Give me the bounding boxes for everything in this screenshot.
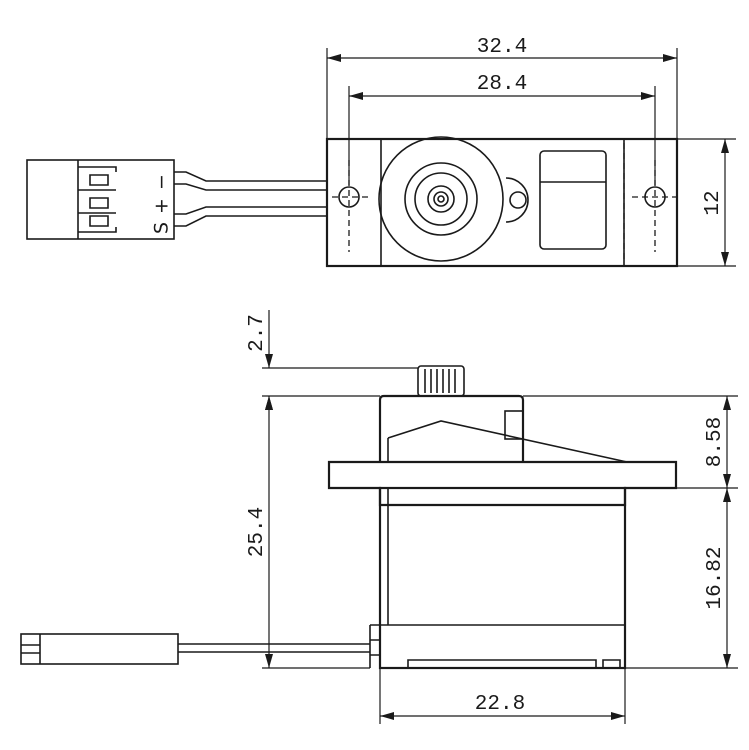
label-window-top	[539, 150, 607, 250]
dim-spline-height: 2.7	[246, 310, 418, 410]
pin-label-signal: S	[151, 222, 173, 234]
dim-label-total-height: 25.4	[246, 507, 269, 557]
dim-body-width: 22.8	[379, 668, 626, 724]
output-spline-side	[417, 365, 465, 397]
output-gear-top	[378, 136, 529, 262]
servo-wires-top	[174, 171, 327, 227]
dim-label-lower-section: 16.82	[704, 546, 727, 609]
dim-total-height: 25.4	[246, 396, 370, 669]
servo-top-case-side	[378, 394, 628, 463]
dim-top-section: 8.58	[523, 395, 738, 489]
top-view: − + S	[26, 36, 736, 268]
pin-label-negative: −	[151, 174, 173, 190]
dim-label-body-width: 22.8	[475, 693, 525, 716]
dim-lower-section: 16.82	[625, 488, 738, 669]
dim-label-body-depth: 12	[702, 190, 725, 215]
dim-hole-spacing: 28.4	[348, 73, 656, 185]
connector-plug: − + S	[26, 159, 175, 240]
dim-label-spline-height: 2.7	[246, 314, 269, 352]
pin-label-positive: +	[151, 198, 173, 214]
side-view: 2.7 25.4 8.58 16.82	[20, 310, 738, 724]
servo-body-side	[369, 486, 627, 670]
dim-label-top-section: 8.58	[704, 417, 727, 467]
dim-label-hole-spacing: 28.4	[477, 73, 527, 96]
dim-overall-width: 32.4	[326, 36, 678, 139]
dim-label-overall-width: 32.4	[477, 36, 527, 59]
servo-body-top	[380, 138, 625, 267]
servo-lead-side	[20, 633, 370, 665]
mounting-hole-left	[338, 186, 360, 208]
dim-body-depth: 12	[677, 138, 736, 267]
